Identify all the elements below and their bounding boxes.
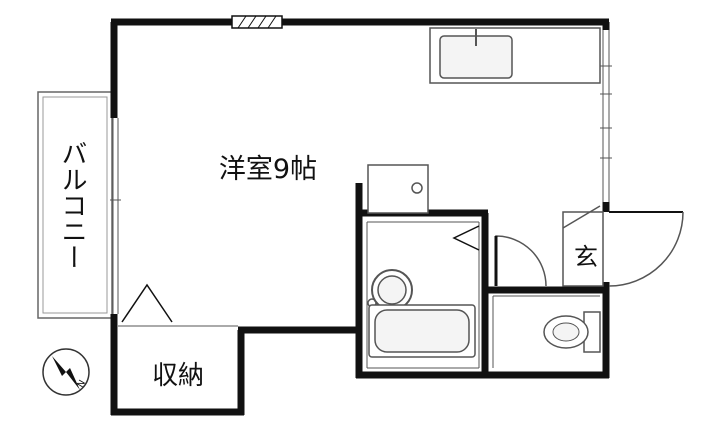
compass-icon: N (42, 348, 90, 396)
front-door (608, 211, 684, 287)
toilet-room (492, 235, 601, 368)
storage-label: 収納 (152, 361, 204, 391)
balcony-window (110, 118, 121, 314)
entrance: 玄 (562, 205, 684, 287)
compass-north-marker: N (76, 379, 88, 390)
storage-closet: 収納 (118, 283, 238, 391)
bathtub (368, 304, 476, 358)
right-window (600, 30, 612, 202)
vent-hatch (231, 15, 283, 29)
toilet (543, 311, 601, 353)
entrance-label: 玄 (574, 243, 598, 271)
balcony-label: バルコニー (57, 140, 87, 270)
western-room-label: 洋室9帖 (219, 154, 317, 185)
wash-basin (371, 269, 413, 311)
bathroom (366, 221, 480, 369)
balcony: バルコニー (37, 91, 113, 319)
washing-machine-space (367, 164, 429, 214)
walls (110, 18, 610, 416)
kitchen-sink (429, 27, 601, 84)
